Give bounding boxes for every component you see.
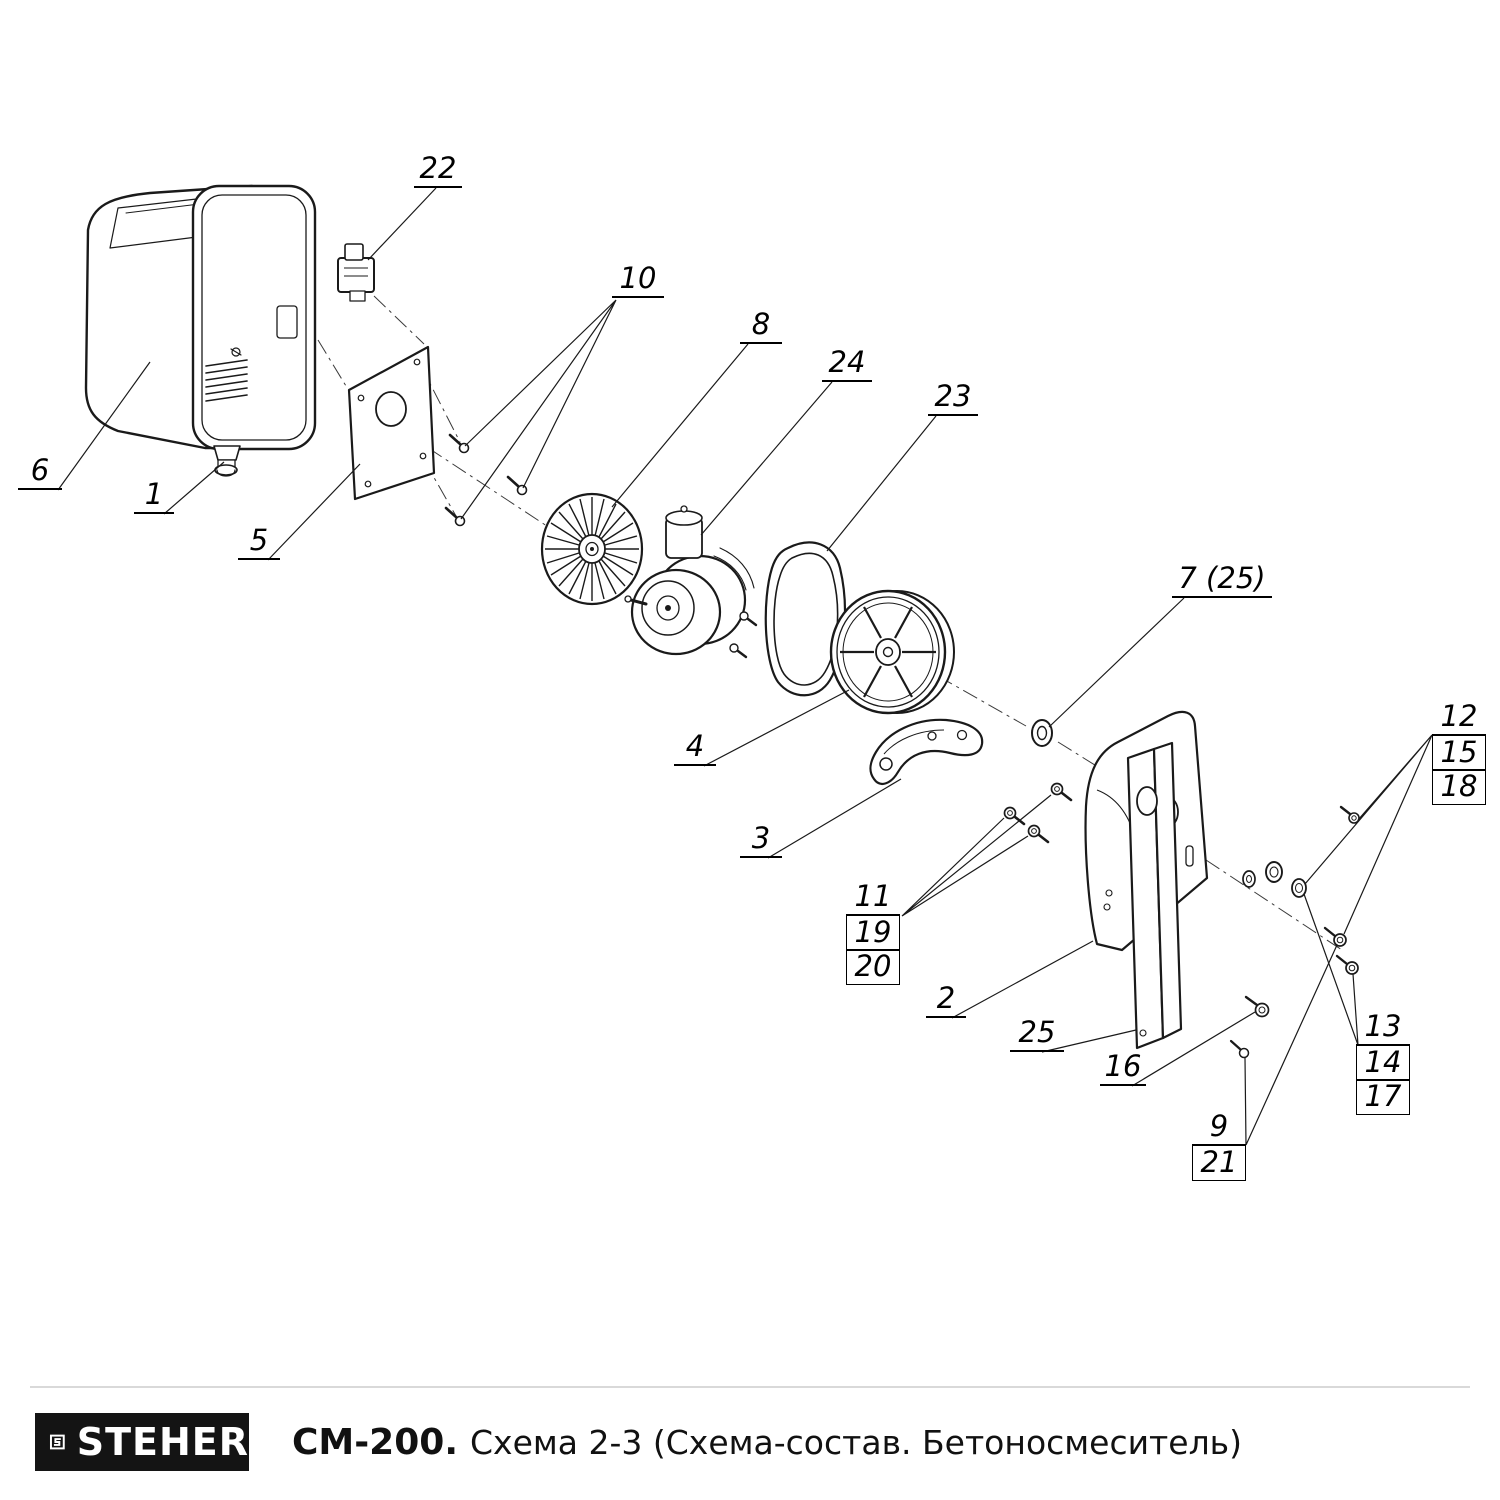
callout-24: 24 [822, 346, 872, 382]
model-number: СМ-200. [292, 1421, 459, 1463]
footer-divider [30, 1386, 1470, 1388]
callout-group-12-15-18: 12 15 18 [1432, 700, 1486, 805]
callout-18: 18 [1432, 769, 1486, 805]
callout-group-11-19-20: 11 19 20 [846, 880, 900, 985]
part-fan-impeller [540, 492, 644, 606]
callout-15: 15 [1432, 734, 1486, 771]
callout-9: 9 [1192, 1110, 1246, 1146]
callout-11: 11 [846, 880, 900, 916]
callout-22: 22 [414, 152, 462, 188]
part-bracket [869, 718, 984, 785]
callout-3: 3 [740, 822, 782, 858]
callout-23: 23 [928, 380, 978, 416]
vent-slots [205, 359, 248, 402]
part-switch [337, 243, 375, 302]
callout-25: 25 [1010, 1016, 1064, 1052]
callout-10: 10 [612, 262, 664, 298]
footer-caption: СМ-200. Схема 2-3 (Схема-состав. Бетонос… [292, 1413, 1242, 1471]
callout-group-9-21: 9 21 [1192, 1110, 1246, 1181]
callout-14: 14 [1356, 1044, 1410, 1081]
callout-16: 16 [1100, 1050, 1146, 1086]
steher-logo-icon [49, 1434, 65, 1450]
callout-5: 5 [238, 524, 280, 560]
leader-lines [57, 187, 1433, 1146]
logo-text: STEHER [76, 1420, 249, 1464]
steher-logo: STEHER [35, 1413, 249, 1471]
callout-13: 13 [1356, 1010, 1410, 1046]
part-washer [1031, 719, 1053, 747]
part-bolts-11-19-20 [1003, 782, 1073, 844]
center-lines [317, 295, 1343, 951]
callout-20: 20 [846, 949, 900, 985]
callout-2: 2 [926, 982, 966, 1018]
callout-1: 1 [134, 478, 174, 514]
callout-6: 6 [18, 454, 62, 490]
callout-7-25: 7 (25) [1172, 562, 1272, 598]
part-pulley [829, 589, 955, 715]
callout-19: 19 [846, 914, 900, 951]
callout-12: 12 [1432, 700, 1486, 736]
part-motor [624, 505, 758, 659]
callout-17: 17 [1356, 1079, 1410, 1115]
part-cable-gland [213, 445, 241, 477]
part-fasteners-right [1229, 805, 1360, 1059]
part-mounting-plate [347, 345, 436, 501]
scheme-title: Схема 2-3 (Схема-состав. Бетоносмеситель… [470, 1422, 1243, 1462]
part-screws-10 [444, 433, 528, 527]
callout-group-13-14-17: 13 14 17 [1356, 1010, 1410, 1115]
part-motor-cover [84, 184, 317, 477]
callout-4: 4 [674, 730, 716, 766]
callout-8: 8 [740, 308, 782, 344]
part-drive-belt [764, 541, 847, 697]
callout-21: 21 [1192, 1144, 1246, 1181]
part-side-panel [1084, 710, 1209, 1050]
